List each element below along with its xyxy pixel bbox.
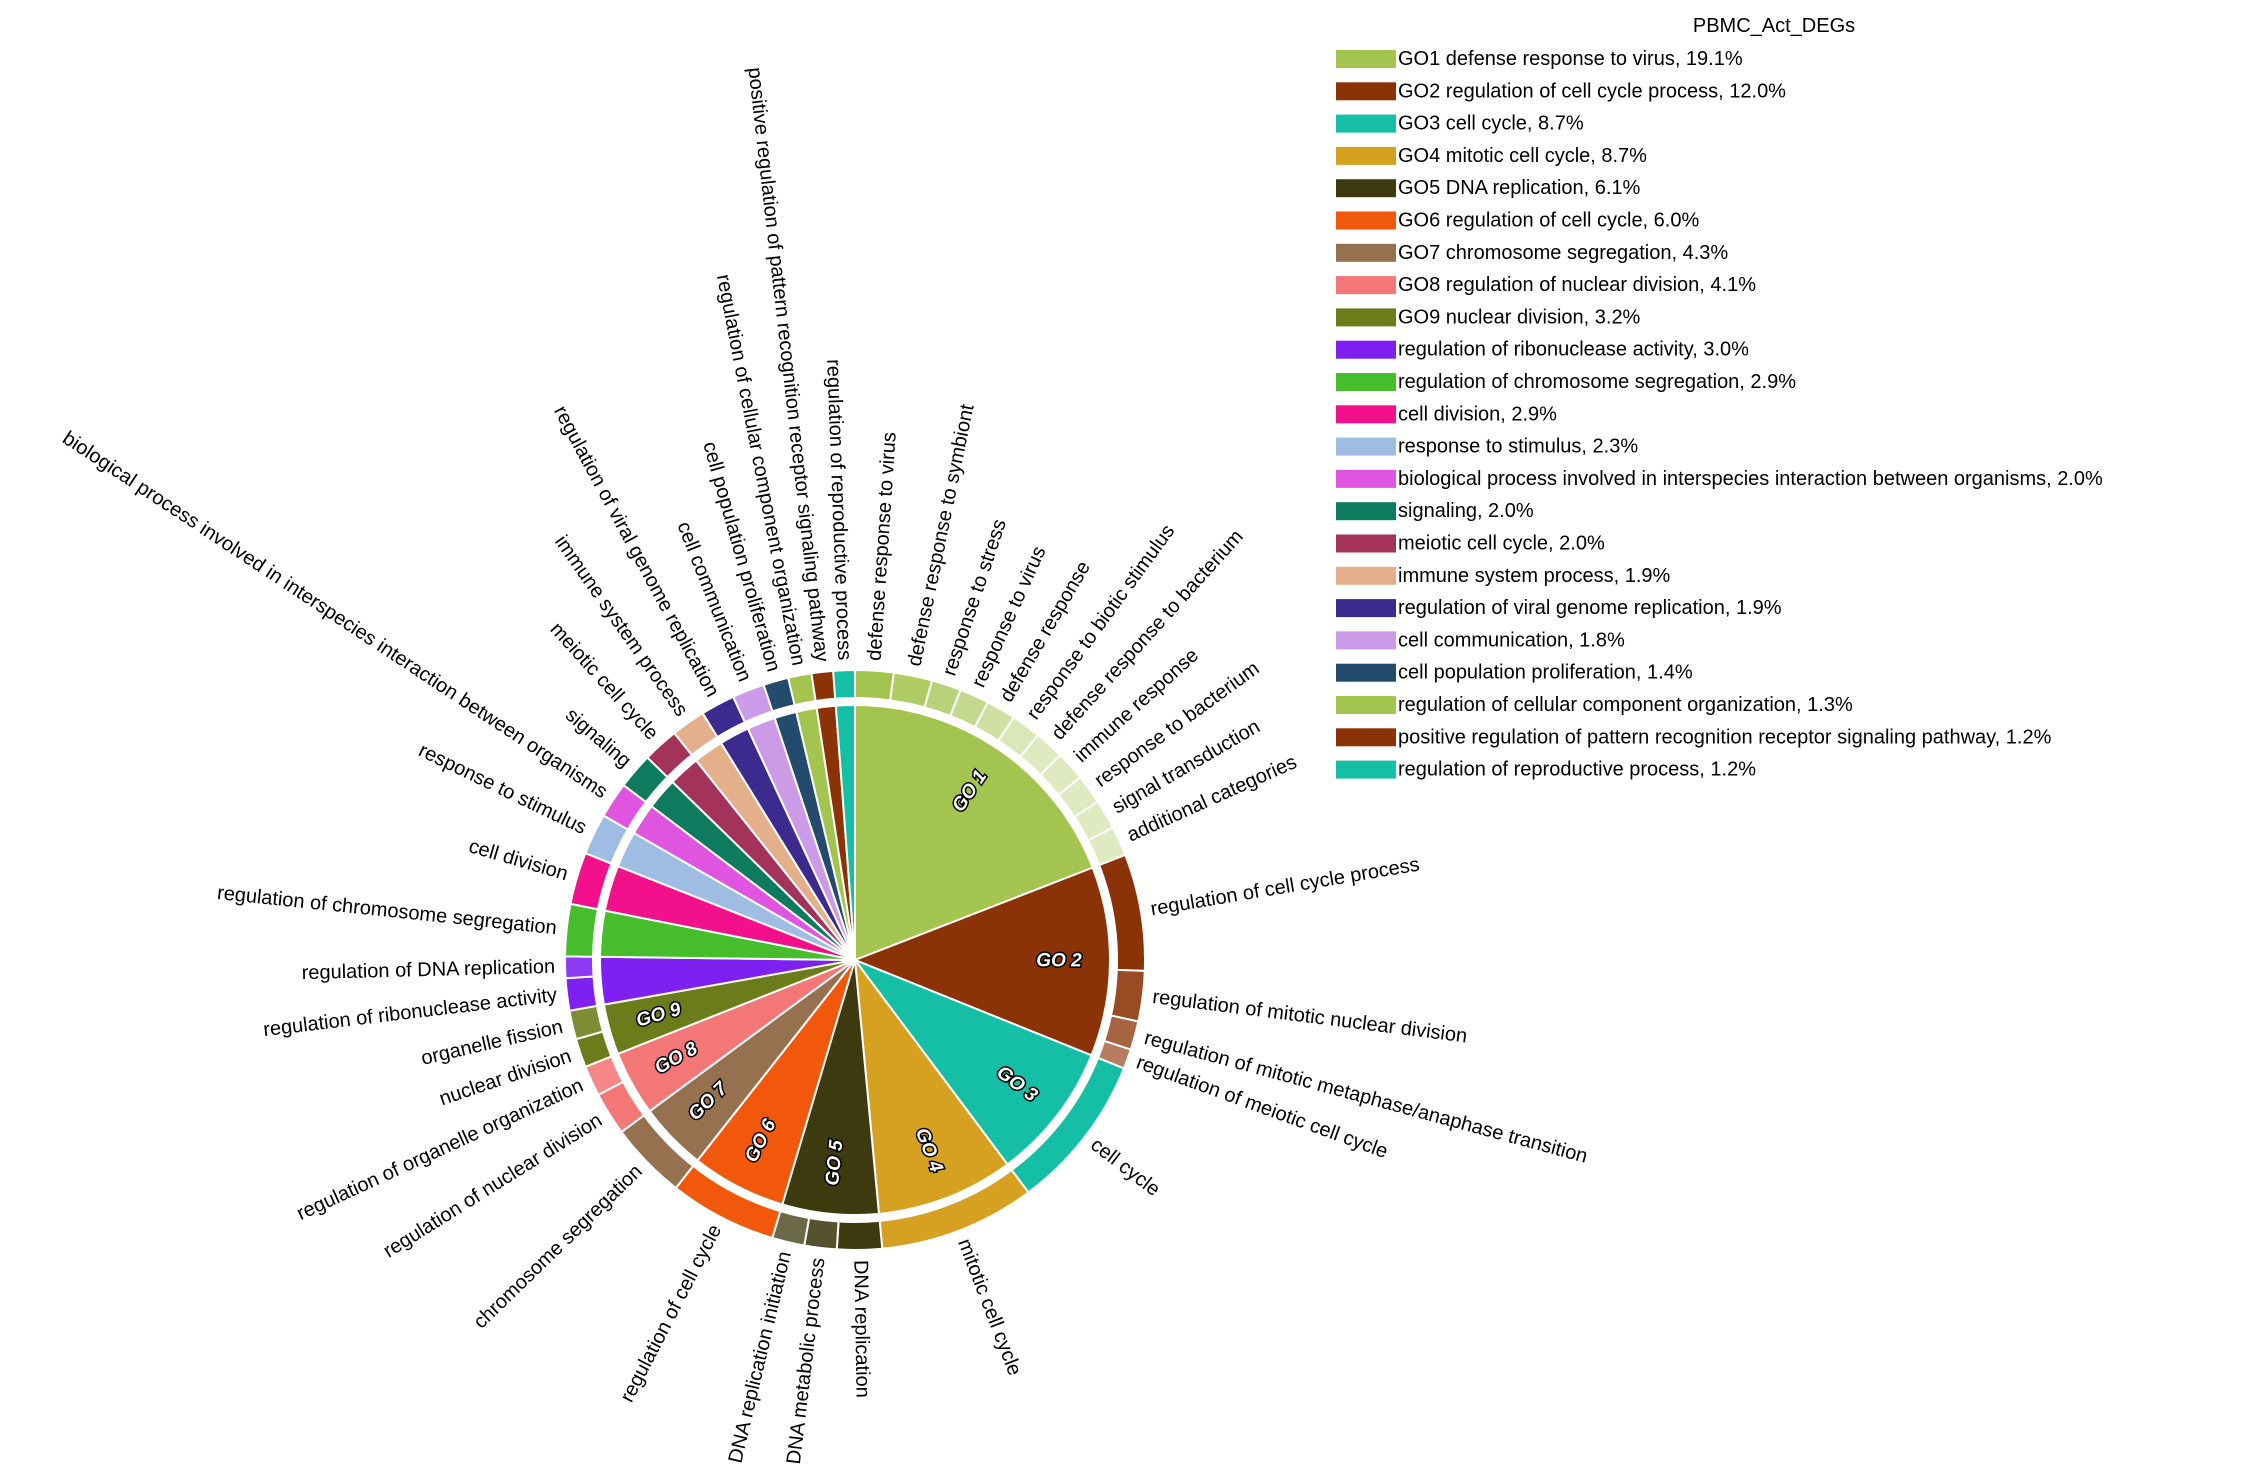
outer-label-6-1: regulation of cell cycle (616, 1221, 726, 1406)
legend-swatch-21 (1336, 696, 1396, 714)
legend-label-11: regulation of chromosome segregation, 2.… (1398, 371, 1796, 393)
outer-label-5-2: DNA metabolic process (783, 1257, 830, 1466)
legend-swatch-12 (1336, 405, 1396, 424)
legend-label-6: GO6 regulation of cell cycle, 6.0% (1398, 210, 1699, 232)
legend-label-14: biological process involved in interspec… (1398, 468, 2103, 490)
ring-segment-22-1 (810, 669, 837, 703)
legend-swatch-20 (1336, 663, 1396, 682)
legend-label-16: meiotic cell cycle, 2.0% (1398, 533, 1605, 555)
legend-swatch-3 (1336, 114, 1396, 133)
outer-label-4-1: mitotic cell cycle (953, 1236, 1025, 1379)
legend-label-7: GO7 chromosome segregation, 4.3% (1398, 242, 1728, 264)
legend-label-22: positive regulation of pattern recogniti… (1398, 726, 2052, 748)
legend-swatch-14 (1336, 469, 1396, 488)
legend-label-17: immune system process, 1.9% (1398, 565, 1671, 587)
outer-label-2-1: regulation of cell cycle process (1149, 854, 1421, 921)
ring-segment-10-1 (564, 975, 599, 1012)
outer-label-5-3: DNA replication initiation (725, 1249, 796, 1465)
legend-swatch-11 (1336, 373, 1396, 391)
legend-swatch-2 (1336, 82, 1396, 101)
legend-swatch-13 (1336, 437, 1396, 456)
ring-segment-10-2 (564, 955, 595, 980)
legend-swatch-7 (1336, 243, 1396, 262)
outer-label-16-1: meiotic cell cycle (546, 618, 663, 744)
legend-label-9: GO9 nuclear division, 3.2% (1398, 306, 1641, 328)
legend-swatch-5 (1336, 179, 1396, 198)
outer-label-3-1: cell cycle (1086, 1134, 1164, 1201)
outer-label-11-1: regulation of chromosome segregation (216, 882, 558, 939)
legend-label-3: GO3 cell cycle, 8.7% (1398, 113, 1584, 135)
legend-label-1: GO1 defense response to virus, 19.1% (1398, 48, 1743, 70)
outer-label-10-2: regulation of DNA replication (301, 956, 555, 984)
pie-slices (599, 703, 1111, 1217)
pie-slice-4 (853, 956, 1009, 1215)
pie-slice-2 (852, 866, 1111, 1057)
outer-label-12-1: cell division (466, 835, 570, 885)
legend-label-4: GO4 mitotic cell cycle, 8.7% (1398, 145, 1647, 167)
ring-segment-5-1 (835, 1219, 884, 1251)
legend-label-15: signaling, 2.0% (1398, 500, 1534, 522)
legend-swatch-23 (1336, 760, 1396, 779)
legend-swatch-22 (1336, 728, 1396, 747)
ring-segment-5-2 (803, 1216, 840, 1251)
outer-label-1-1: defense response to virus (864, 431, 901, 661)
outer-label-14-1: biological process involved in interspec… (59, 427, 612, 803)
ring-segment-11-1 (564, 902, 600, 958)
legend: PBMC_Act_DEGs GO1 defense response to vi… (1336, 15, 2103, 781)
legend-swatch-15 (1336, 502, 1396, 521)
legend-label-21: regulation of cellular component organiz… (1398, 694, 1853, 716)
legend-label-8: GO8 regulation of nuclear division, 4.1% (1398, 274, 1756, 296)
pie-slice-1 (854, 703, 1094, 962)
pie-slice-3 (852, 957, 1093, 1166)
ring-segment-1-1 (854, 668, 896, 702)
legend-label-12: cell division, 2.9% (1398, 403, 1557, 425)
ring-segment-23-1 (832, 668, 856, 700)
ring-segment-2-2 (1109, 968, 1146, 1023)
go-label-2: GO 2 (1036, 950, 1082, 971)
legend-swatch-9 (1336, 308, 1396, 327)
legend-label-20: cell population proliferation, 1.4% (1398, 662, 1693, 684)
legend-label-23: regulation of reproductive process, 1.2% (1398, 759, 1756, 781)
legend-swatch-6 (1336, 211, 1396, 230)
legend-swatch-1 (1336, 50, 1396, 68)
legend-label-2: GO2 regulation of cell cycle process, 12… (1398, 80, 1786, 102)
legend-label-5: GO5 DNA replication, 6.1% (1398, 177, 1641, 199)
legend-swatch-18 (1336, 599, 1396, 618)
legend-swatch-17 (1336, 566, 1396, 585)
legend-label-10: regulation of ribonuclease activity, 3.0… (1398, 339, 1749, 361)
legend-label-13: response to stimulus, 2.3% (1398, 436, 1638, 458)
legend-swatch-10 (1336, 340, 1396, 359)
legend-title: PBMC_Act_DEGs (1693, 15, 1855, 37)
go-label-5: GO 5 (822, 1139, 847, 1187)
legend-swatch-4 (1336, 146, 1396, 165)
legend-swatch-19 (1336, 631, 1396, 650)
legend-swatch-16 (1336, 534, 1396, 553)
pie-slice-23 (834, 703, 856, 961)
legend-label-18: regulation of viral genome replication, … (1398, 597, 1782, 619)
outer-label-2-2: regulation of mitotic nuclear division (1151, 986, 1468, 1048)
outer-label-5-1: DNA replication (849, 1260, 873, 1398)
outer-ring (564, 668, 1146, 1251)
legend-swatch-8 (1336, 276, 1396, 295)
legend-label-19: cell communication, 1.8% (1398, 629, 1625, 651)
